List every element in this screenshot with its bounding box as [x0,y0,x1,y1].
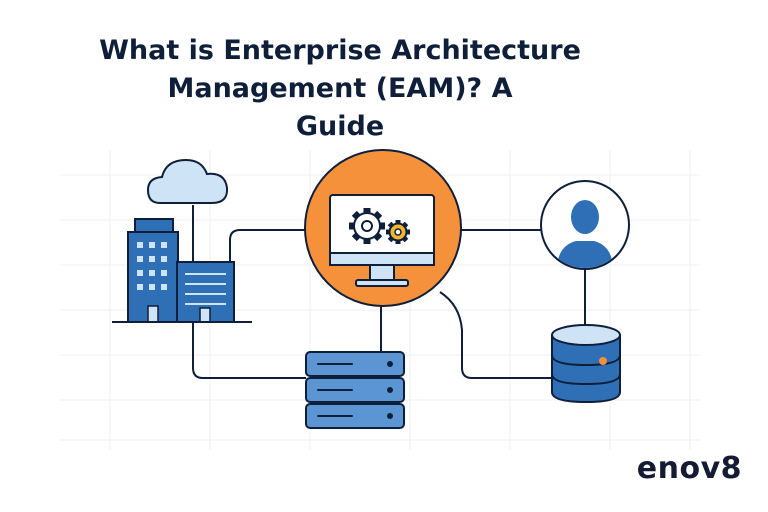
server-rack-icon [305,351,405,429]
title-line-2: Management (EAM)? A [167,73,513,104]
user-avatar-icon [540,180,630,270]
title-line-3: Guide [295,111,385,142]
building-icon [112,218,252,323]
building-to-server-line [192,322,306,379]
gear-icon [386,220,410,244]
gear-icon [349,208,385,244]
cloud-icon [146,158,229,204]
page-title: What is Enterprise Architecture Manageme… [80,32,600,146]
monitor-gears-icon [304,149,462,307]
database-icon [551,324,621,404]
connectors [192,205,586,379]
building-to-monitor-line [229,229,310,262]
monitor-to-database-line [439,291,552,379]
brand-logo: enov8 [636,451,742,486]
title-line-1: What is Enterprise Architecture [99,35,581,66]
